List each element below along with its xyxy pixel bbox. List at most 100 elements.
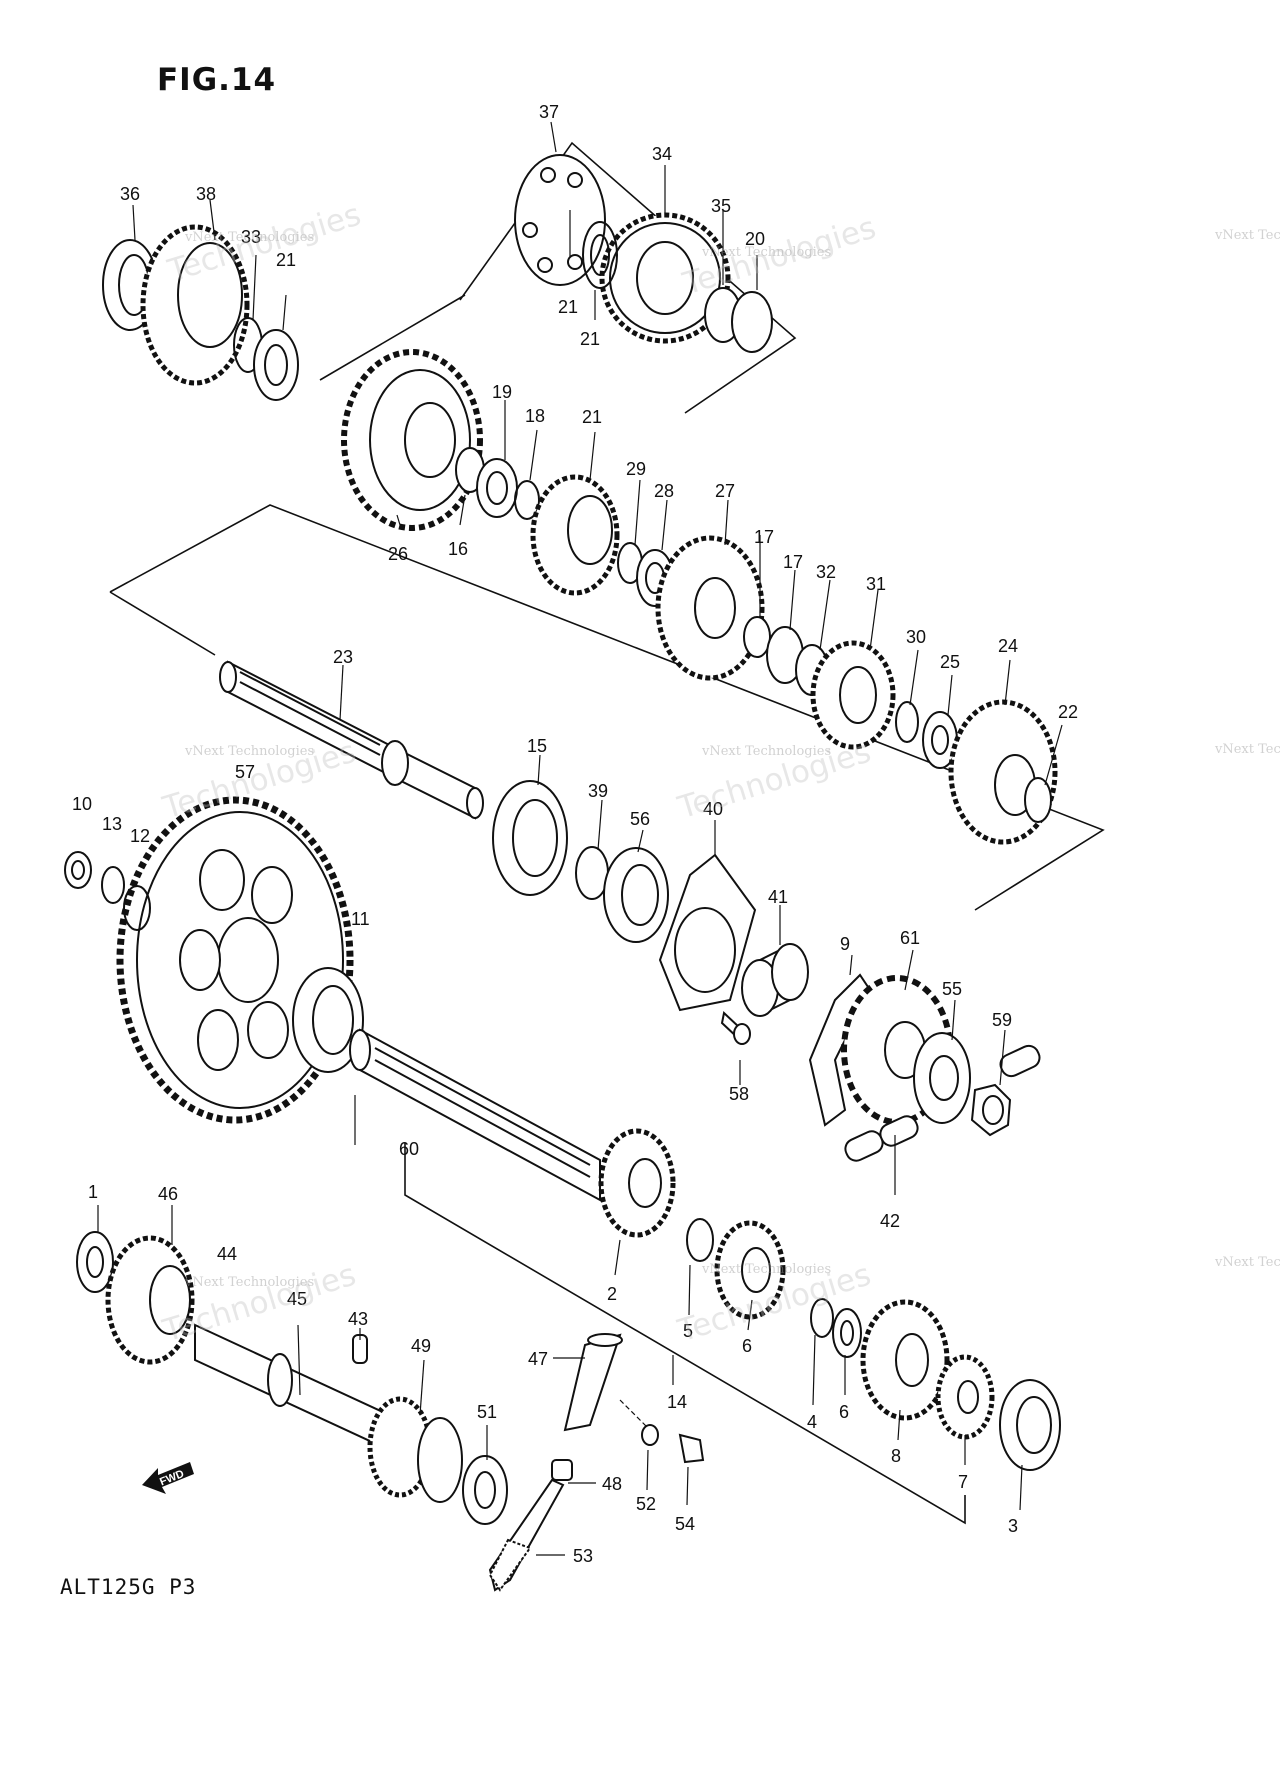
washer-46 xyxy=(76,1231,114,1293)
svg-text:FWD: FWD xyxy=(158,1468,186,1489)
callout-2: 60 xyxy=(399,1139,419,1159)
callout-3: 7 xyxy=(958,1472,968,1492)
watermark-text: vNext Technologies xyxy=(185,230,315,245)
gear-30 xyxy=(810,640,896,750)
watermark-text: vNext Technologies xyxy=(1215,1255,1280,1270)
callout-24: 25 xyxy=(940,652,960,672)
callout-59: 55 xyxy=(942,979,962,999)
callout-56: 39 xyxy=(588,781,608,801)
callout-34: 34 xyxy=(652,144,672,164)
callout-40: 56 xyxy=(630,809,650,829)
bearing-14 xyxy=(999,1379,1061,1471)
callout-46: 1 xyxy=(88,1182,98,1202)
circlip-12 xyxy=(101,866,125,904)
bolt-42 xyxy=(720,1011,751,1045)
washer-8 xyxy=(832,1308,862,1358)
callout-37: 37 xyxy=(539,102,559,122)
washer-59 xyxy=(913,1032,971,1124)
callout-8: 6 xyxy=(839,1402,849,1422)
seal-13 xyxy=(64,851,92,889)
callout-57: 41 xyxy=(768,887,788,907)
callout-48: 51 xyxy=(477,1402,497,1422)
callout-47: 49 xyxy=(411,1336,431,1356)
circlip-6-a xyxy=(686,1218,714,1262)
circlip-25 xyxy=(895,701,919,743)
callout-27: 28 xyxy=(654,481,674,501)
callout-1: 14 xyxy=(667,1392,687,1412)
callout-36: 21 xyxy=(580,329,600,349)
watermark-text: vNext Technologies xyxy=(185,1275,315,1290)
callout-44: 46 xyxy=(158,1184,178,1204)
callout-52: 48 xyxy=(602,1474,622,1494)
callout-29: 21 xyxy=(582,407,602,427)
watermark-text: vNext Technologies xyxy=(702,1262,832,1277)
callout-43: 45 xyxy=(287,1289,307,1309)
bushing-17-b xyxy=(743,616,771,658)
callout-11: 12 xyxy=(130,826,150,846)
circlip-6-b xyxy=(810,1298,834,1338)
callout-4: 6 xyxy=(742,1336,752,1356)
bearing-39 xyxy=(492,780,568,896)
callout-13: 10 xyxy=(72,794,92,814)
bushing-52 xyxy=(551,1459,573,1481)
callout-55: 61 xyxy=(900,928,920,948)
gear-26 xyxy=(655,535,765,681)
callout-28: 29 xyxy=(626,459,646,479)
callout-49: 43 xyxy=(348,1309,368,1329)
gear-16 xyxy=(341,349,483,531)
plate-41 xyxy=(658,853,757,1012)
callout-41: 40 xyxy=(703,799,723,819)
callout-26: 27 xyxy=(715,481,735,501)
bushing-23 xyxy=(1024,777,1052,823)
callout-38: 36 xyxy=(120,184,140,204)
callout-20: 20 xyxy=(745,229,765,249)
bushing-35 xyxy=(704,287,773,353)
callout-19: 21 xyxy=(276,250,296,270)
callout-21-mid: 18 xyxy=(525,406,545,426)
callout-12: 13 xyxy=(102,814,122,834)
shaft-51 xyxy=(563,1333,623,1432)
shaft-2 xyxy=(349,1028,601,1202)
gear-44 xyxy=(105,1235,195,1365)
callout-17-b: 17 xyxy=(754,527,774,547)
callout-7: 8 xyxy=(891,1446,901,1466)
callout-25: 30 xyxy=(906,627,926,647)
callout-32: 17 xyxy=(783,552,803,572)
callout-60: 42 xyxy=(880,1211,900,1231)
washer-19 xyxy=(253,329,299,401)
callout-54: 52 xyxy=(636,1494,656,1514)
callout-51: 47 xyxy=(528,1349,548,1369)
washer-54 xyxy=(641,1424,659,1446)
washer-48 xyxy=(462,1455,508,1525)
gear-4 xyxy=(714,1220,786,1320)
gear-34 xyxy=(599,212,731,344)
callout-22: 24 xyxy=(998,636,1018,656)
callout-6-a: 5 xyxy=(683,1321,693,1341)
chain-60 xyxy=(844,1044,1041,1162)
callout-23: 22 xyxy=(1058,702,1078,722)
callout-58: 59 xyxy=(992,1010,1012,1030)
callout-53: 54 xyxy=(675,1514,695,1534)
callout-15: 23 xyxy=(333,647,353,667)
callout-39: 15 xyxy=(527,736,547,756)
callout-18: 19 xyxy=(492,382,512,402)
callout-5: 2 xyxy=(607,1284,617,1304)
callout-42: 58 xyxy=(729,1084,749,1104)
callout-30: 31 xyxy=(866,574,886,594)
frame-link-b xyxy=(109,591,216,656)
callout-50: 53 xyxy=(573,1546,593,1566)
gear-29 xyxy=(530,474,620,596)
nut-58 xyxy=(970,1083,1012,1137)
watermark-text: vNext Technologies xyxy=(702,245,832,260)
callout-labels: 37 34 35 20 21 21 36 38 33 21 19 18 21 2… xyxy=(72,102,1078,1566)
washer-11 xyxy=(123,885,151,931)
gear-50 xyxy=(488,1478,565,1592)
gear-10 xyxy=(116,796,354,1124)
fwd-arrow-icon: FWD xyxy=(142,1462,194,1494)
callout-31: 32 xyxy=(816,562,836,582)
model-code: ALT125G P3 xyxy=(60,1575,197,1599)
gear-33 xyxy=(140,224,250,386)
callout-9: 11 xyxy=(351,909,370,929)
callout-21-left: 33 xyxy=(241,227,261,247)
bearing-9 xyxy=(292,967,364,1073)
